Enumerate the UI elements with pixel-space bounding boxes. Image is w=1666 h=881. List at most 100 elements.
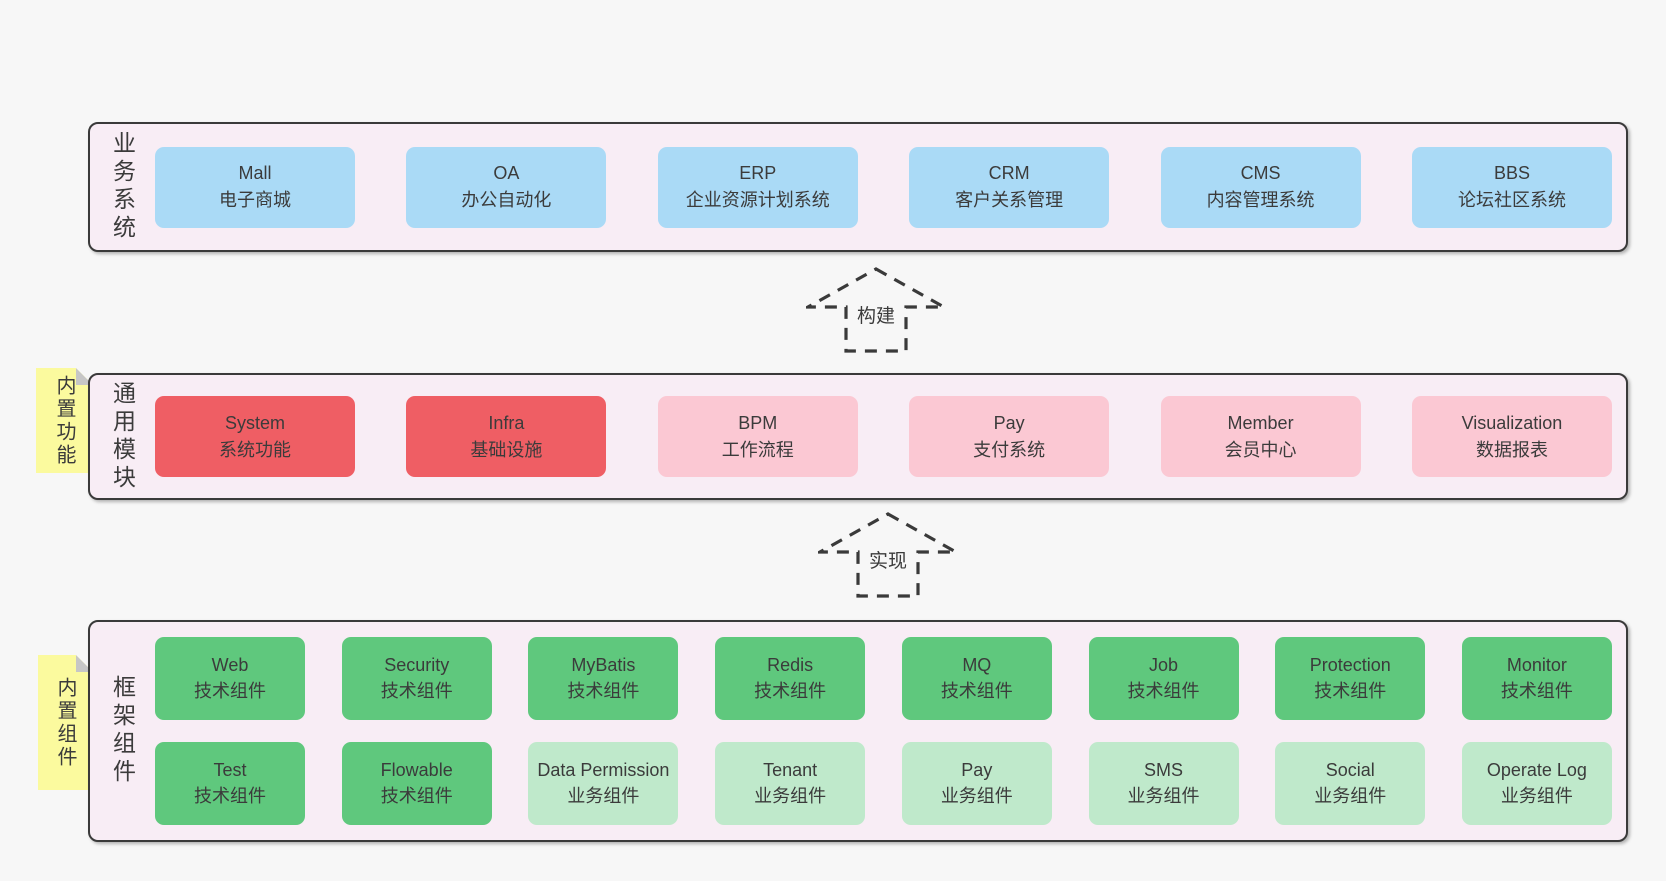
box-title: Protection	[1309, 654, 1391, 675]
component-box-oa: OA 办公自动化	[406, 146, 607, 228]
box-title: CRM	[988, 163, 1030, 183]
box-subtitle: 业务组件	[567, 785, 640, 806]
box-title: Pay	[993, 412, 1025, 433]
box-title: CMS	[1240, 163, 1281, 183]
box-title: ERP	[739, 163, 777, 183]
box-title: Tenant	[763, 759, 818, 780]
component-box-mall: Mall 电子商城	[155, 146, 355, 228]
component-box-web: Web 技术组件	[155, 637, 305, 720]
box-subtitle: 基础设施	[470, 439, 543, 460]
component-box-sms: SMS 业务组件	[1088, 742, 1239, 825]
box-title: Job	[1149, 654, 1179, 675]
box-subtitle: 技术组件	[940, 680, 1013, 701]
box-title: BPM	[738, 412, 778, 433]
box-title: Data Permission	[537, 759, 670, 780]
component-box-bpm: BPM 工作流程	[657, 396, 858, 477]
component-box-security: Security 技术组件	[341, 637, 492, 720]
box-subtitle: 业务组件	[940, 785, 1013, 806]
box-title: Mall	[238, 163, 272, 183]
component-box-monitor: Monitor 技术组件	[1461, 637, 1612, 720]
box-title: System	[224, 412, 285, 433]
component-box-operate-log: Operate Log 业务组件	[1461, 742, 1612, 825]
box-title: Visualization	[1461, 412, 1563, 433]
box-title: Infra	[488, 412, 525, 433]
box-title: Member	[1227, 412, 1294, 433]
component-box-data-permission: Data Permission 业务组件	[528, 742, 679, 825]
box-title: BBS	[1493, 163, 1530, 183]
box-title: Web	[211, 654, 249, 675]
component-box-visualization: Visualization 数据报表	[1411, 396, 1612, 477]
box-subtitle: 技术组件	[1314, 680, 1387, 701]
component-box-mq: MQ 技术组件	[901, 637, 1052, 720]
box-subtitle: 电子商城	[219, 190, 291, 210]
build-arrow-icon: 构建	[806, 267, 946, 353]
component-box-flowable: Flowable 技术组件	[341, 742, 492, 825]
box-subtitle: 客户关系管理	[955, 190, 1064, 210]
box-subtitle: 工作流程	[721, 439, 794, 460]
box-title: Test	[213, 759, 247, 780]
component-box-erp: ERP 企业资源计划系统	[657, 146, 858, 228]
common-modules-box-row: System 系统功能 Infra 基础设施 BPM 工作流程 Pay 支付系统 Member 会…	[155, 396, 1626, 477]
box-subtitle: 技术组件	[194, 680, 266, 701]
box-subtitle: 技术组件	[380, 785, 453, 806]
box-subtitle: 企业资源计划系统	[685, 190, 830, 210]
box-title: Security	[384, 654, 450, 675]
component-box-mybatis: MyBatis 技术组件	[528, 637, 679, 720]
component-box-member: Member 会员中心	[1160, 396, 1361, 477]
sticky-note-built-in-components: 内置组件	[38, 655, 93, 790]
box-title: Operate Log	[1486, 759, 1587, 780]
box-subtitle: 论坛社区系统	[1457, 190, 1566, 210]
box-subtitle: 技术组件	[754, 680, 827, 701]
component-box-tenant: Tenant 业务组件	[715, 742, 866, 825]
box-subtitle: 技术组件	[1127, 680, 1200, 701]
layer-label-business-systems: 业务系统	[109, 131, 136, 243]
business-systems-box-row: Mall 电子商城 OA 办公自动化 ERP 企业资源计划系统 CRM 客户关系管理 CMS 内容…	[155, 146, 1626, 228]
component-box-pay: Pay 业务组件	[901, 742, 1052, 825]
box-title: MyBatis	[571, 654, 636, 675]
box-title: SMS	[1144, 759, 1184, 780]
box-title: Redis	[767, 654, 814, 675]
component-box-redis: Redis 技术组件	[715, 637, 866, 720]
layer-common-modules: 通用模块 System 系统功能 Infra 基础设施 BPM 工作流程 Pay 支付系统 Me…	[88, 373, 1628, 500]
component-box-crm: CRM 客户关系管理	[909, 146, 1110, 228]
component-box-bbs: BBS 论坛社区系统	[1411, 146, 1612, 228]
box-subtitle: 技术组件	[1500, 680, 1573, 701]
box-subtitle: 业务组件	[754, 785, 827, 806]
box-title: MQ	[962, 654, 992, 675]
box-title: Social	[1325, 759, 1375, 780]
build-arrow-label: 构建	[857, 305, 895, 327]
layer-label-framework-components: 框架组件	[109, 675, 136, 787]
layer-label-common-modules: 通用模块	[109, 380, 136, 493]
component-box-test: Test 技术组件	[155, 742, 305, 825]
box-subtitle: 业务组件	[1500, 785, 1573, 806]
box-subtitle: 办公自动化	[461, 190, 552, 210]
component-box-protection: Protection 技术组件	[1275, 637, 1426, 720]
component-box-social: Social 业务组件	[1275, 742, 1426, 825]
box-subtitle: 业务组件	[1127, 785, 1200, 806]
box-subtitle: 技术组件	[380, 680, 453, 701]
component-box-infra: Infra 基础设施	[406, 396, 607, 477]
box-title: Monitor	[1506, 654, 1567, 675]
implement-arrow-label: 实现	[869, 550, 907, 572]
implement-arrow-icon: 实现	[818, 512, 958, 598]
box-subtitle: 数据报表	[1475, 439, 1548, 460]
box-title: Pay	[961, 759, 993, 780]
component-box-system: System 系统功能	[155, 396, 355, 477]
component-box-pay: Pay 支付系统	[909, 396, 1110, 477]
box-title: OA	[493, 163, 520, 183]
box-subtitle: 内容管理系统	[1206, 190, 1315, 210]
box-subtitle: 支付系统	[973, 439, 1046, 460]
component-box-job: Job 技术组件	[1088, 637, 1239, 720]
box-subtitle: 技术组件	[567, 680, 640, 701]
box-subtitle: 会员中心	[1224, 439, 1297, 460]
box-subtitle: 业务组件	[1314, 785, 1387, 806]
box-title: Flowable	[380, 759, 453, 780]
sticky-note-built-in-features: 内置功能	[36, 368, 93, 473]
box-subtitle: 系统功能	[219, 439, 291, 460]
box-subtitle: 技术组件	[194, 785, 266, 806]
